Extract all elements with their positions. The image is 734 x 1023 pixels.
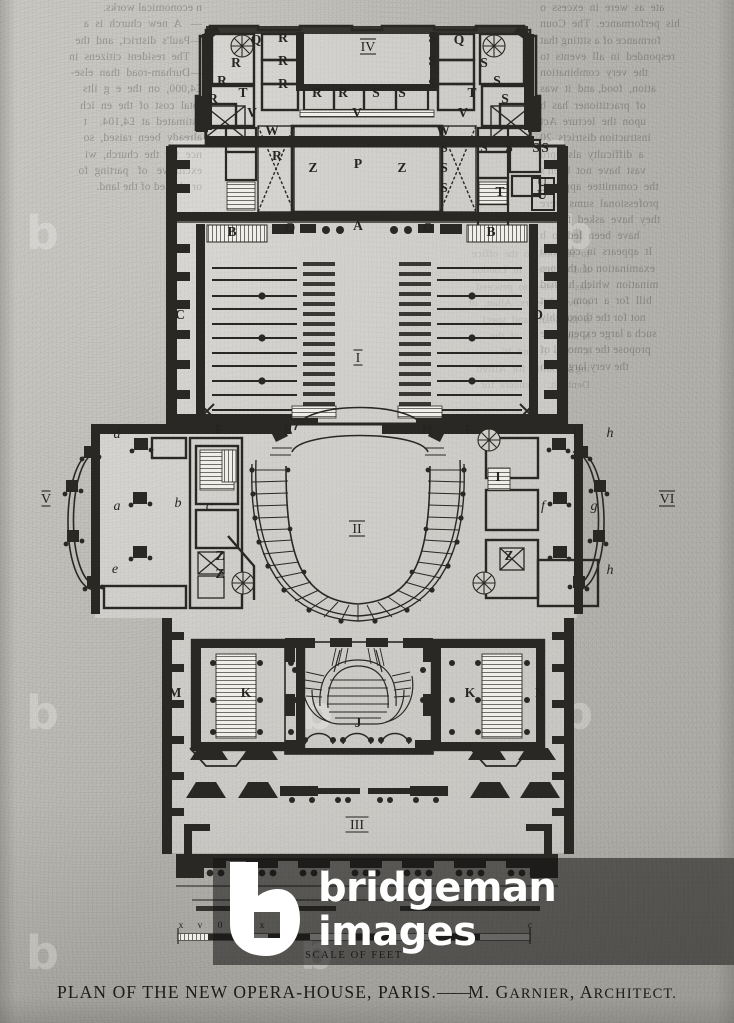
plan-label-o: O <box>423 220 434 235</box>
plan-label-r: R <box>338 85 348 100</box>
caption-architect-initial: M. G <box>467 982 510 1002</box>
plan-label-s: S <box>493 73 501 88</box>
plan-label-r: R <box>217 73 227 88</box>
plan-label-italic-b: b <box>175 496 182 511</box>
plan-label-italic-d: d <box>114 427 122 442</box>
plate-caption: PLAN OF THE NEW OPERA-HOUSE, PARIS.——M. … <box>0 982 734 1003</box>
plan-label-n: N <box>535 685 545 700</box>
plan-label-italic-i: i <box>573 563 577 578</box>
plan-label-roman-iii: III <box>350 818 364 833</box>
plan-label-b: B <box>227 224 236 239</box>
plan-label-s: S <box>505 140 513 155</box>
plan-label-v: V <box>247 105 257 120</box>
plan-label-s: S <box>440 180 448 195</box>
plan-label-t: T <box>238 85 247 100</box>
plan-label-r: R <box>278 30 288 45</box>
plan-label-s: S <box>428 53 436 68</box>
plan-label-roman-i: I <box>356 351 361 366</box>
plan-label-f: F <box>465 422 473 437</box>
plan-label-p: P <box>354 156 362 171</box>
plan-label-italic-h: h <box>607 563 614 578</box>
plan-label-z: Z <box>215 548 224 563</box>
plan-label-u: U <box>537 174 547 189</box>
caption-title: PLAN OF THE NEW OPERA-HOUSE, PARIS. <box>57 982 437 1002</box>
plan-label-d: D <box>533 307 543 322</box>
plan-label-z: Z <box>308 160 317 175</box>
plan-italic-labels: a b c d e f g h h i i <box>112 426 614 578</box>
plan-label-z: Z <box>504 548 513 563</box>
bridgeman-logo-icon <box>230 862 300 956</box>
plan-label-j: J <box>355 715 362 730</box>
plan-label-e: E <box>283 422 292 437</box>
plan-label-roman-ii: II <box>352 522 362 537</box>
plan-label-k: K <box>465 685 476 700</box>
plan-label-w: W <box>436 123 450 138</box>
caption-em-dash: —— <box>436 982 470 1002</box>
plan-label-italic-g: g <box>591 499 598 514</box>
plan-label-italic-c: c <box>206 499 213 514</box>
plan-label-s: S <box>541 140 549 155</box>
plan-label-t: T <box>495 184 504 199</box>
plan-label-v: V <box>352 105 362 120</box>
plan-label-s: S <box>501 91 509 106</box>
caption-architect-surname: ARNIER <box>509 986 570 1002</box>
plan-label-s: S <box>398 85 406 100</box>
plan-label-i: I <box>495 469 500 484</box>
plan-label-a: A <box>353 218 363 233</box>
plan-label-s: S <box>428 30 436 45</box>
plan-label-r: R <box>272 148 282 163</box>
plan-label-s: S <box>372 85 380 100</box>
plan-label-r: R <box>231 55 241 70</box>
plan-label-s: S <box>428 76 436 91</box>
plan-label-z: Z <box>397 160 406 175</box>
plate-edge-shadow-left <box>0 0 16 1023</box>
plan-label-r: R <box>278 53 288 68</box>
plan-label-italic-e: e <box>112 562 118 577</box>
plan-label-italic-a: a <box>114 499 121 514</box>
plan-label-s: S <box>440 160 448 175</box>
caption-architect-role: RCHITECT. <box>593 986 677 1002</box>
plan-label-o: O <box>285 220 296 235</box>
plan-label-z: Z <box>215 566 224 581</box>
plan-label-w: W <box>265 123 279 138</box>
plan-label-h: H <box>422 422 433 437</box>
plan-label-italic-h: h <box>607 426 614 441</box>
plate-edge-shadow-bottom <box>0 997 734 1023</box>
plan-label-c: C <box>175 307 185 322</box>
plate-edge-shadow-right <box>716 0 734 1023</box>
watermark-text: bridgeman images <box>318 865 557 955</box>
plan-label-k: K <box>241 685 252 700</box>
plan-label-roman-iv: IV <box>361 40 376 55</box>
plan-label-s: S <box>440 140 448 155</box>
watermark-banner <box>213 858 734 965</box>
plan-label-r: R <box>208 91 218 106</box>
plan-label-r: R <box>312 85 322 100</box>
plan-label-s: S <box>480 55 488 70</box>
plan-label-f: F <box>215 422 223 437</box>
plan-label-italic-f: f <box>541 499 547 514</box>
plan-label-s: S <box>480 140 488 155</box>
plan-label-q: Q <box>251 32 262 47</box>
plan-label-m: M <box>169 685 182 700</box>
plan-label-italic-i: i <box>573 426 577 441</box>
plan-label-u: U <box>537 187 547 202</box>
plan-label-t: T <box>467 85 476 100</box>
plan-label-roman-v: V <box>41 492 51 507</box>
plan-label-roman-vi: VI <box>660 492 675 507</box>
watermark-line-2: images <box>318 909 477 955</box>
plan-label-q: Q <box>454 32 465 47</box>
plan-label-r: R <box>278 76 288 91</box>
caption-architect-sep: , A <box>569 982 594 1002</box>
plan-label-b: B <box>486 224 495 239</box>
plan-label-s: S <box>532 140 540 155</box>
scale-tick-0: x <box>179 921 184 931</box>
plan-label-v: V <box>458 105 468 120</box>
scale-tick-1: v <box>198 921 203 931</box>
watermark-line-1: bridgeman <box>318 865 557 911</box>
